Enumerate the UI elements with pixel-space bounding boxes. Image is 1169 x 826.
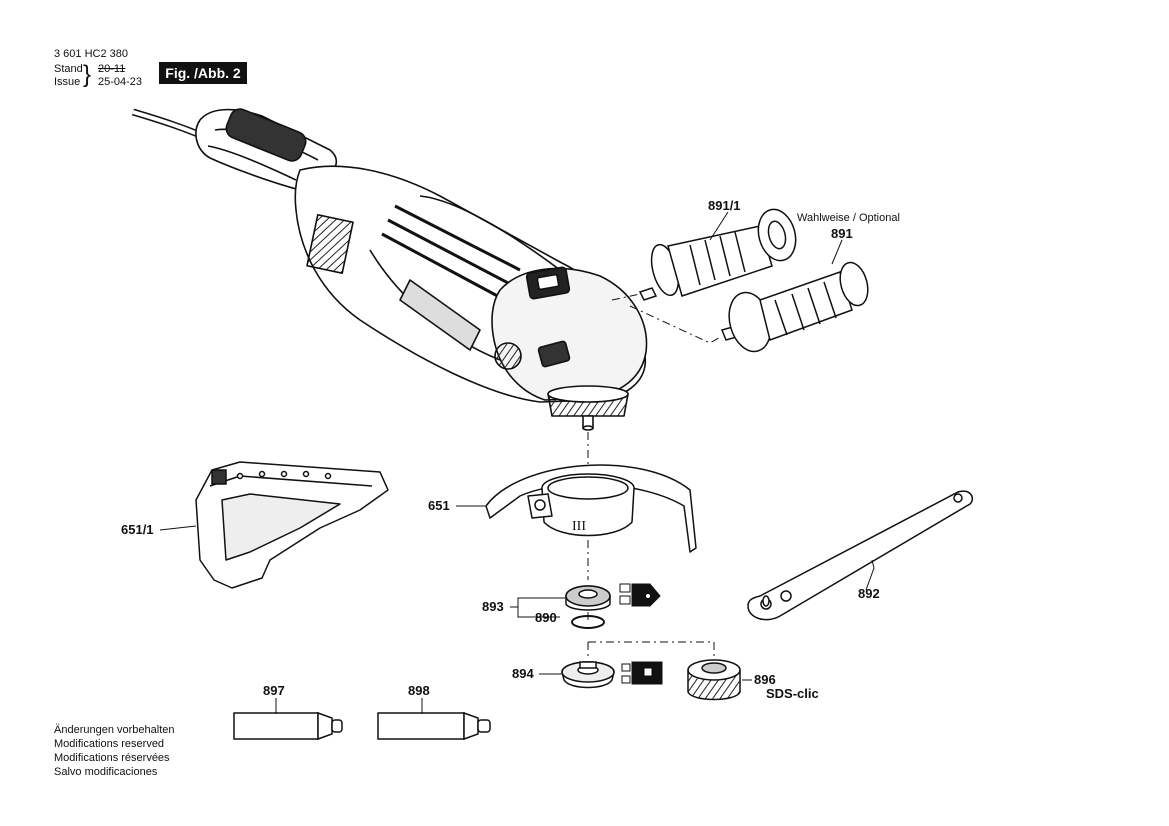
label-894: 894 xyxy=(512,666,534,681)
leader-lines xyxy=(159,211,875,714)
note-english: Modifications reserved xyxy=(54,738,165,750)
issue-date: 25-04-23 xyxy=(98,76,143,88)
issue-label: Issue xyxy=(54,76,81,88)
mounting-flange-893 xyxy=(565,585,611,611)
aux-handle-891 xyxy=(720,261,869,353)
guard-marking: III xyxy=(572,519,586,534)
brace-glyph: } xyxy=(83,61,92,88)
assembly-lines-handles xyxy=(611,293,723,344)
modification-notes: Änderungen vorbehalten Modifications res… xyxy=(54,723,174,779)
stand-date: 20-11 xyxy=(98,63,126,75)
grease-tube-897 xyxy=(233,711,343,741)
label-651-1: 651/1 xyxy=(121,522,154,537)
cutting-guard-651-1 xyxy=(195,461,389,589)
label-896: 896 xyxy=(754,672,776,687)
optional-note: Wahlweise / Optional xyxy=(797,212,900,224)
sds-clic-label: SDS-clic xyxy=(766,686,819,701)
flange-894-pictogram xyxy=(621,661,663,685)
note-french: Modifications réservées xyxy=(54,752,170,764)
label-897: 897 xyxy=(263,683,285,698)
two-pin-wrench-892 xyxy=(747,490,974,621)
note-spanish: Salvo modificaciones xyxy=(54,766,158,778)
flange-orientation-pictogram xyxy=(619,583,661,607)
grease-tube-898 xyxy=(377,711,491,741)
protection-guard-651: III xyxy=(485,464,697,553)
label-893: 893 xyxy=(482,599,504,614)
note-german: Änderungen vorbehalten xyxy=(54,724,175,736)
part-labels: 891/1 891 651 651/1 892 893 890 894 896 … xyxy=(121,198,880,698)
label-890: 890 xyxy=(535,610,557,625)
figure-label: Fig. /Abb. 2 xyxy=(159,62,247,84)
angle-grinder-drawing xyxy=(132,108,648,431)
aux-handle-891-1 xyxy=(638,208,797,301)
label-651: 651 xyxy=(428,498,450,513)
label-892: 892 xyxy=(858,586,880,601)
label-891-1: 891/1 xyxy=(708,198,741,213)
stand-label: Stand xyxy=(54,63,83,75)
mounting-flange-894 xyxy=(561,661,615,689)
sds-clic-nut-896 xyxy=(687,659,741,701)
o-ring-890 xyxy=(571,615,605,629)
doc-number: 3 601 HC2 380 xyxy=(54,48,128,60)
label-891: 891 xyxy=(831,226,853,241)
label-898: 898 xyxy=(408,683,430,698)
